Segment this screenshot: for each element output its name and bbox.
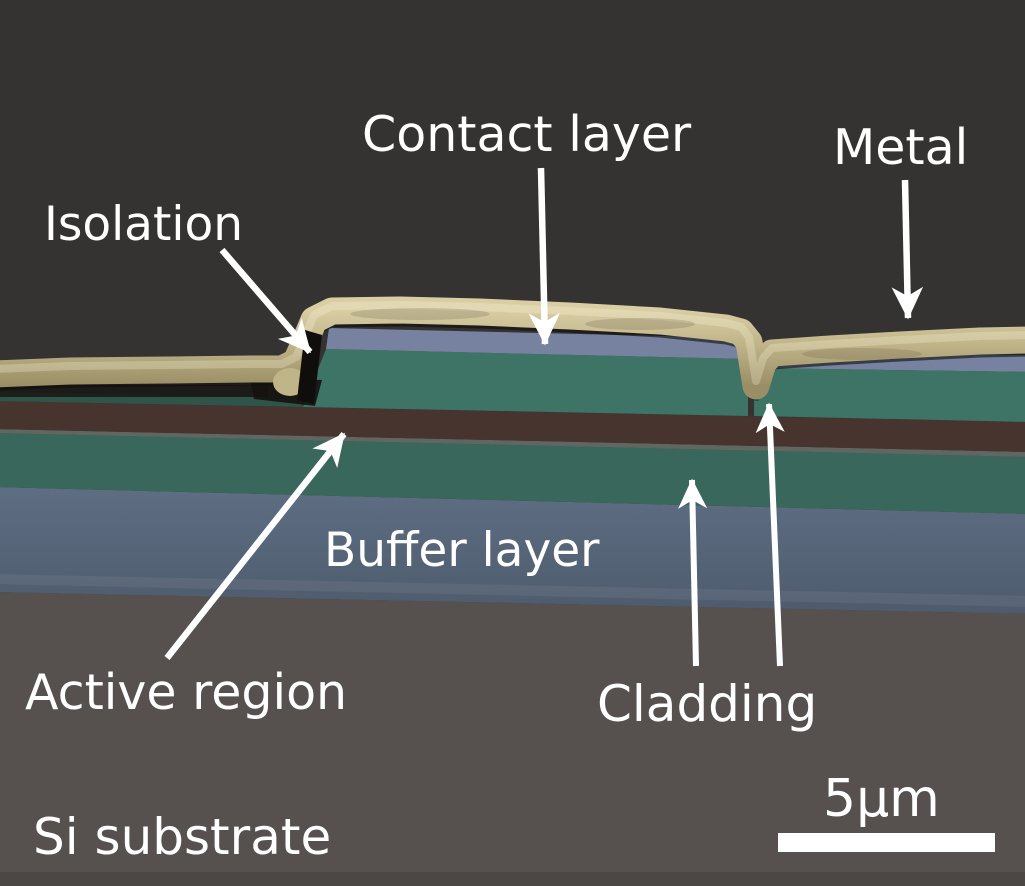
cladding-label: Cladding [597,675,817,733]
scale-bar [778,833,995,852]
si-substrate-layer [0,592,1025,886]
metal-layer [0,296,1025,400]
scale-bar-label: 5µm [823,769,940,829]
metal-texture-3 [802,348,922,360]
buffer-layer [0,487,1025,614]
active-region-arrow [164,431,347,661]
ridge-upper-cladding [303,349,748,416]
buffer-layer-label: Buffer layer [324,523,600,578]
isolation-arrow [219,247,313,355]
bottom-edge-strip [0,872,1025,886]
cladding-arrow-lower [678,478,708,667]
metal-highlight [0,301,1025,385]
metal-texture-1 [350,308,490,320]
metal-underside-seam [0,321,1025,401]
metal-label: Metal [833,119,968,176]
buffer-light-band [0,574,1025,607]
metal-strip-shadow [0,385,268,397]
isolation-label: Isolation [44,197,243,252]
metal-arrow [891,179,924,320]
cladding-arrow-upper [755,402,785,667]
contact-layer-label: Contact layer [362,106,692,163]
contact-layer-arrow [528,167,561,346]
right-upper-cladding [754,368,1025,422]
metal-texture-2 [585,318,695,330]
active-region-label: Active region [25,664,347,721]
si-substrate-label: Si substrate [33,808,331,866]
